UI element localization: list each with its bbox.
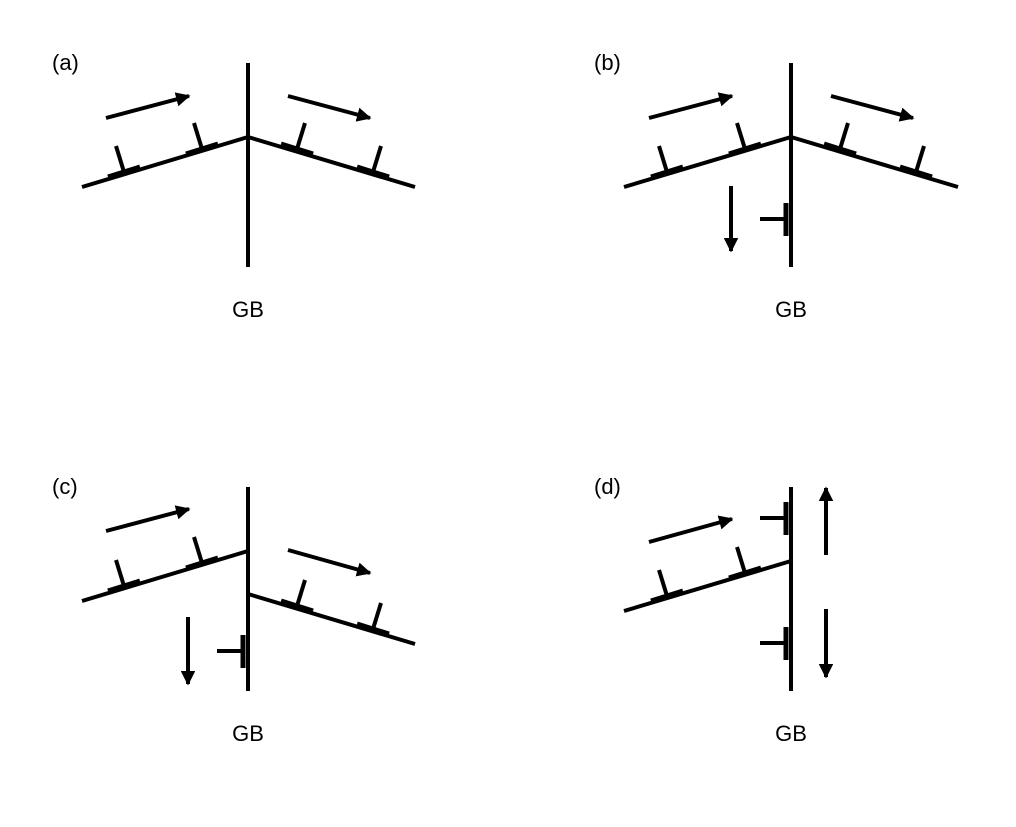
dislocation-symbol (107, 145, 141, 180)
slip-direction-arrow (105, 505, 191, 533)
dislocation-symbol (185, 122, 219, 157)
dislocation-symbol (107, 559, 141, 594)
dislocation-symbol (823, 122, 857, 157)
slip-plane-right (247, 592, 416, 646)
slip-plane-left (623, 135, 792, 189)
grain-boundary-label: GB (775, 297, 807, 322)
grain-boundary-label: GB (232, 721, 264, 746)
dislocation-symbol (356, 145, 390, 180)
dislocation-symbol (728, 122, 762, 157)
dislocation-symbol (650, 569, 684, 604)
slip-direction-arrow (105, 92, 191, 120)
dislocation-symbol (280, 579, 314, 614)
panel-d: (d) GB (594, 474, 834, 746)
gb-dislocation-symbol (760, 627, 789, 660)
slip-direction-arrow (287, 94, 372, 122)
grain-boundary-label: GB (232, 297, 264, 322)
dislocation-symbol (728, 546, 762, 581)
slip-plane-left (623, 559, 792, 613)
panel-label-c: (c) (52, 474, 78, 499)
panel-b: (b) GB (594, 50, 959, 322)
dislocation-symbol (280, 122, 314, 157)
slip-plane-right (790, 135, 959, 189)
slip-plane-right (247, 135, 416, 189)
slip-direction-arrow (648, 92, 734, 120)
panel-label-d: (d) (594, 474, 621, 499)
dislocation-symbol (899, 145, 933, 180)
slip-plane-left (81, 135, 249, 189)
slip-direction-arrow (830, 94, 915, 122)
grain-boundary-label: GB (775, 721, 807, 746)
panel-a: (a) GB (52, 50, 416, 322)
panel-label-a: (a) (52, 50, 79, 75)
gb-dislocation-symbol (760, 502, 789, 535)
gb-dislocation-symbol (217, 635, 246, 668)
gb-dislocation-symbol (760, 203, 789, 236)
slip-direction-arrow (287, 548, 372, 577)
dislocation-symbol (185, 536, 219, 571)
dislocation-symbol (356, 602, 390, 637)
panel-c: (c) GB (52, 474, 416, 746)
panel-label-b: (b) (594, 50, 621, 75)
slip-direction-arrow (648, 515, 734, 544)
dislocation-symbol (650, 145, 684, 180)
slip-plane-left (81, 549, 249, 603)
